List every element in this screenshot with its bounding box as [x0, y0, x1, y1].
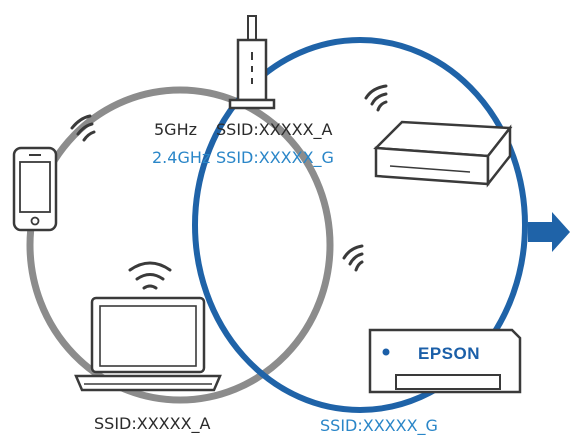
wifi-icon: [70, 114, 96, 142]
wifi-icon: [128, 261, 172, 290]
band-5ghz-ssid: SSID:XXXXX_A: [216, 120, 333, 139]
printer-brand-label: EPSON: [418, 344, 481, 363]
network-g-ring: [192, 37, 528, 413]
smartphone-icon: [12, 146, 58, 232]
band-5ghz-label: 5GHz: [154, 120, 198, 139]
wifi-icon: [342, 244, 364, 272]
printer-icon: [368, 328, 522, 394]
band-24ghz-ssid: SSID:XXXXX_G: [216, 148, 334, 167]
arrow-right-icon: [528, 212, 570, 252]
laptop-icon: [74, 296, 222, 392]
projector-icon: [373, 120, 513, 188]
computer-ssid-label: SSID:XXXXX_A: [94, 414, 211, 433]
router-icon: [228, 15, 276, 110]
band-24ghz-label: 2.4GHz: [152, 148, 211, 167]
network-a-ring: [26, 86, 334, 404]
printer-ssid-label: SSID:XXXXX_G: [320, 416, 438, 435]
wifi-icon: [364, 84, 388, 112]
